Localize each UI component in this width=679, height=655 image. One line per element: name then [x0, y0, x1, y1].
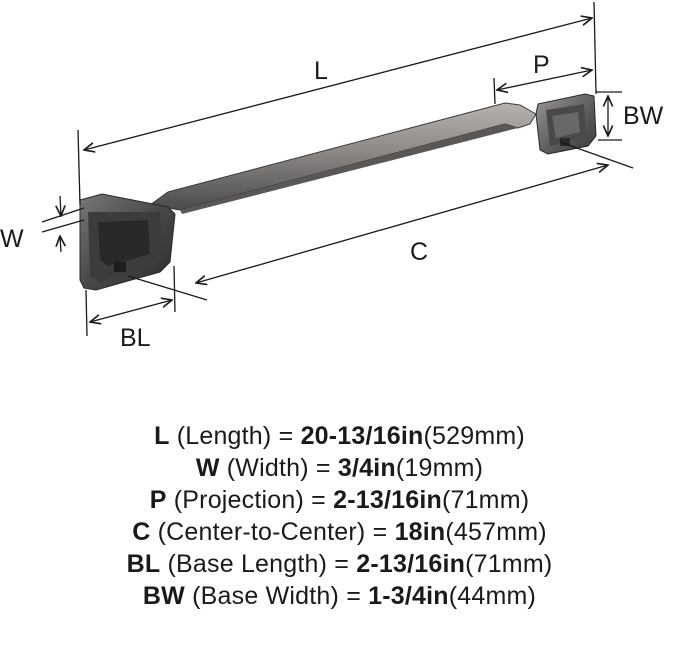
spec-description: (Center-to-Center)	[157, 518, 366, 546]
towel-bar	[79, 93, 597, 291]
spec-symbol: W	[195, 454, 220, 482]
dimension-center-to-center: C	[127, 141, 634, 301]
dimension-base-length: BL	[85, 265, 176, 352]
spec-symbol: BW	[142, 582, 185, 610]
spec-symbol: P	[149, 486, 167, 514]
spec-row-width: W (Width) = 3/4in(19mm)	[0, 452, 679, 484]
dimension-projection: P	[493, 51, 592, 105]
spec-description: (Base Length)	[167, 550, 328, 578]
label-L: L	[314, 57, 328, 85]
dimension-length: L	[77, 1, 597, 206]
spec-value: 2-13/16in	[333, 486, 442, 514]
spec-value: 18in	[394, 518, 446, 546]
spec-value: 1-3/4in	[368, 582, 449, 610]
spec-equals: =	[315, 454, 331, 482]
dimension-base-width: BW	[596, 91, 664, 141]
spec-metric: (529mm)	[423, 422, 525, 450]
spec-metric: (457mm)	[445, 518, 547, 546]
spec-equals: =	[346, 582, 361, 610]
spec-value: 3/4in	[337, 454, 396, 482]
spec-metric: (71mm)	[465, 550, 553, 578]
spec-value: 20-13/16in	[300, 422, 424, 450]
spec-metric: (71mm)	[441, 486, 530, 514]
spec-metric: (19mm)	[395, 454, 484, 482]
bar-underside	[180, 124, 518, 214]
label-C: C	[410, 238, 428, 266]
spec-value: 2-13/16in	[356, 550, 466, 578]
spec-symbol: C	[132, 518, 151, 546]
spec-description: (Length)	[176, 422, 272, 450]
spec-equals: =	[334, 550, 350, 578]
spec-row-base-width: BW (Base Width) = 1-3/4in(44mm)	[0, 580, 679, 612]
label-BL: BL	[120, 324, 151, 352]
spec-equals: =	[278, 422, 294, 450]
towel-bar-dimension-diagram: L P BW C W BL	[0, 1, 664, 352]
spec-description: (Base Width)	[192, 582, 340, 610]
bar-rail	[148, 102, 537, 211]
spec-symbol: BL	[126, 550, 161, 578]
spec-row-length: L (Length) = 20-13/16in(529mm)	[0, 420, 679, 452]
spec-description: (Width)	[226, 454, 309, 482]
label-W: W	[0, 225, 24, 253]
spec-metric: (44mm)	[448, 582, 537, 610]
spec-symbol: L	[154, 422, 170, 450]
left-base-clip	[114, 262, 126, 272]
spec-row-base-length: BL (Base Length) = 2-13/16in(71mm)	[0, 548, 679, 580]
dimension-width: W	[0, 195, 85, 253]
label-BW: BW	[623, 102, 664, 130]
left-base-inner	[98, 220, 150, 266]
spec-description: (Projection)	[173, 486, 304, 514]
spec-equals: =	[311, 486, 326, 514]
spec-row-projection: P (Projection) = 2-13/16in(71mm)	[0, 484, 679, 516]
label-P: P	[533, 51, 550, 79]
spec-row-center-to-center: C (Center-to-Center) = 18in(457mm)	[0, 516, 679, 548]
spec-equals: =	[372, 518, 388, 546]
dimension-specs-list: L (Length) = 20-13/16in(529mm) W (Width)…	[0, 420, 679, 612]
